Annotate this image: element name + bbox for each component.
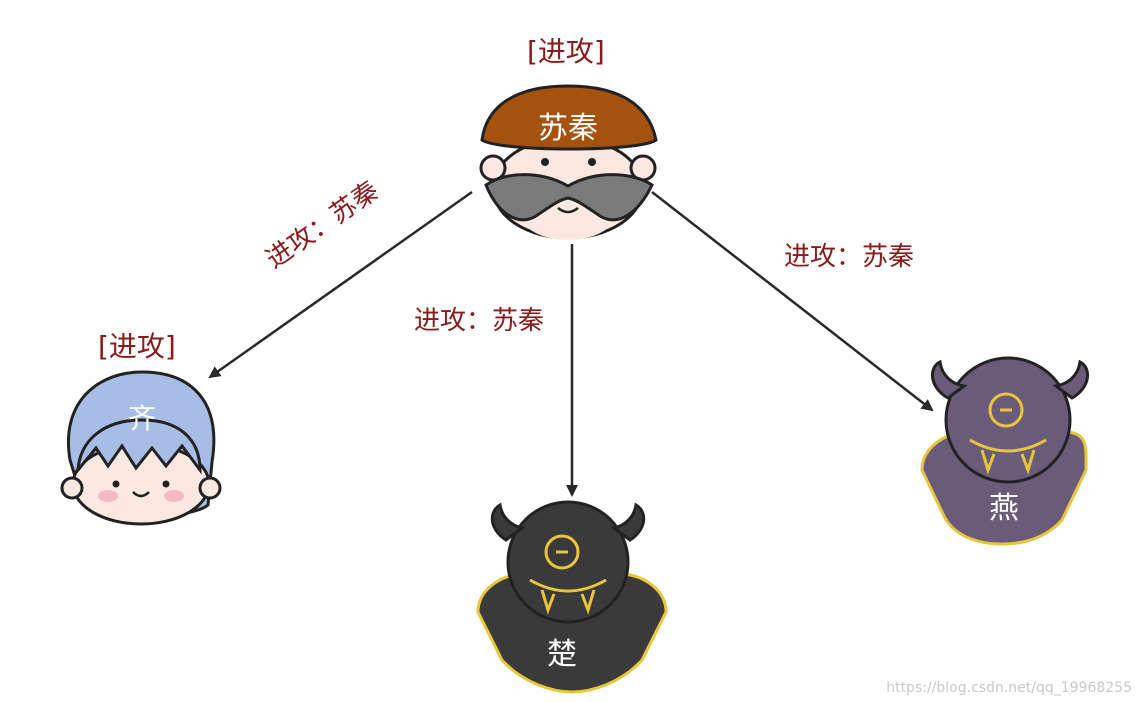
node-qi-name: 齐: [128, 402, 156, 435]
node-suqin: 苏秦: [479, 84, 658, 240]
node-suqin-tag: [进攻]: [527, 35, 605, 68]
node-suqin-name: 苏秦: [538, 111, 598, 146]
node-chu-name: 楚: [547, 637, 577, 672]
mustache-icon: [484, 173, 654, 222]
node-yan: 燕: [920, 356, 1089, 546]
watermark: https://blog.csdn.net/qq_19968255: [886, 680, 1132, 696]
edge-suqin-qi: [208, 190, 473, 379]
node-chu: 楚: [476, 500, 668, 694]
node-qi-tag: [进攻]: [98, 330, 176, 363]
edge-label-yan: 进攻：苏秦: [784, 242, 915, 272]
edge-label-chu: 进攻：苏秦: [414, 306, 545, 336]
node-yan-name: 燕: [989, 491, 1019, 526]
node-qi: 齐: [60, 370, 222, 526]
edge-suqin-yan: [651, 191, 934, 412]
hat-icon: [480, 84, 658, 151]
